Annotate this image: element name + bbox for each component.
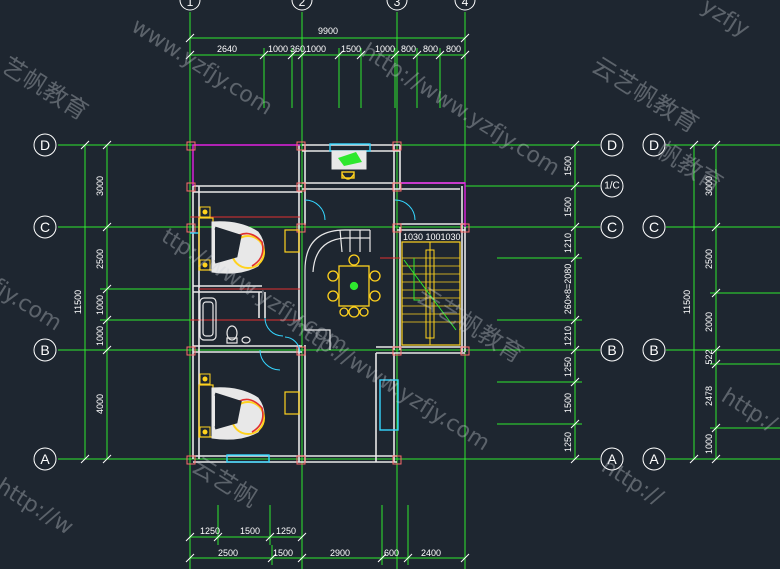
right-axis-label-c: C [607,219,617,235]
far-right-dim-1: 3000 [704,176,714,196]
straight-stair [401,241,461,346]
top-dim-6: 1000 [375,44,395,54]
top-dim-5: 1500 [341,44,361,54]
watermark-cn-1: 艺帆教育 [0,51,93,126]
columns [186,141,470,465]
bottom-dimension-lines [190,505,465,565]
right-dim-2: 1500 [563,197,573,217]
watermark-url-7: http://w [0,474,77,540]
bottom-inner-dim-2: 1500 [240,526,260,536]
left-dimension-lines [84,145,190,459]
bottom-outer-dim-5: 2400 [421,548,441,558]
magenta-outline [192,144,466,227]
watermark-url-1: www.yzfjy.com [127,14,277,121]
watermark-cn-2: 云艺帆教育 [587,51,704,138]
left-axis-label-a: A [40,451,50,467]
axis-label-1: 1 [187,0,194,9]
bottom-inner-dim-3: 1250 [276,526,296,536]
far-right-dim-4: 522 [704,349,714,364]
dining-set [327,254,381,318]
left-axis-label-b: B [40,342,49,358]
axis-bubbles [33,0,666,471]
overall-width-dim: 9900 [318,26,338,36]
bottom-dimension-ticks [185,532,470,563]
right-dim-1: 1500 [563,156,573,176]
left-axis-label-d: D [40,137,50,153]
left-total-dim: 11500 [73,290,83,314]
watermark-url-5: yzfjy [697,0,754,42]
far-right-dim-6: 1000 [704,434,714,454]
right-dim-5: 1210 [563,326,573,346]
door-swings [259,199,416,371]
left-dim-4: 1000 [95,326,105,346]
far-right-dim-5: 2478 [704,386,714,406]
top-dim-7: 800 [401,44,416,54]
left-dim-3: 1000 [95,295,105,315]
right-axis-label-b: B [607,342,616,358]
red-reference-lines [190,216,400,321]
bottom-outer-dim-3: 2900 [330,548,350,558]
top-dim-1: 2640 [217,44,237,54]
right-dim-8: 1250 [563,432,573,452]
far-right-axis-label-c: C [649,219,659,235]
lower-bedroom-furniture [198,373,300,440]
right-dim-6: 1250 [563,357,573,377]
bathroom-fixtures [199,297,251,344]
watermark-url-9: http:/ [717,384,780,437]
upper-bedroom-furniture [198,206,300,274]
far-right-dim-2: 2500 [704,249,714,269]
curved-stair [304,229,371,350]
left-dimension-ticks [80,140,112,464]
top-dim-8: 800 [423,44,438,54]
axis-label-2: 2 [299,0,306,9]
far-right-total-dim: 11500 [682,290,692,314]
far-right-dimension-ticks [689,140,721,464]
top-dim-2: 1000 [268,44,288,54]
top-room-furniture [331,150,367,180]
watermark-url-6: fjy.com [0,274,66,336]
bottom-inner-dim-1: 1250 [200,526,220,536]
left-axis-label-c: C [40,219,50,235]
axis-label-4: 4 [462,0,469,9]
right-dimension-lines [497,145,582,459]
right-axis-label-a: A [607,451,617,467]
top-dimension-ticks [185,33,470,60]
top-dim-9: 800 [446,44,461,54]
left-dim-2: 2500 [95,249,105,269]
right-dim-4: 260×8=2080 [563,264,573,315]
far-right-dim-3: 2000 [704,312,714,332]
left-dim-5: 4000 [95,394,105,414]
far-right-axis-label-d: D [649,137,659,153]
watermark-cn-3: 云艺帆教育 [412,281,529,368]
left-dim-1: 3000 [95,176,105,196]
bottom-outer-dim-4: 600 [384,548,399,558]
top-dimension-lines [190,37,465,108]
right-axis-label-half: 1/C [604,181,620,192]
right-dimension-ticks [570,140,580,464]
top-dim-3: 360 [290,44,305,54]
watermark-cn-5: 云艺帆 [187,451,263,513]
bottom-outer-dim-2: 1500 [273,548,293,558]
axis-label-3: 3 [394,0,401,9]
watermark-url-2: http://www.yzfjy.com [357,39,564,181]
stair-dimension-label: 1030 1001030 [403,232,461,242]
far-right-axis-label-b: B [649,342,658,358]
far-right-dimension-lines [693,145,780,459]
right-axis-label-d: D [607,137,617,153]
far-right-axis-label-a: A [649,451,659,467]
right-dim-7: 1500 [563,393,573,413]
bottom-outer-dim-1: 2500 [218,548,238,558]
top-dim-4: 1000 [306,44,326,54]
right-dim-3: 1210 [563,233,573,253]
walls [192,144,466,463]
